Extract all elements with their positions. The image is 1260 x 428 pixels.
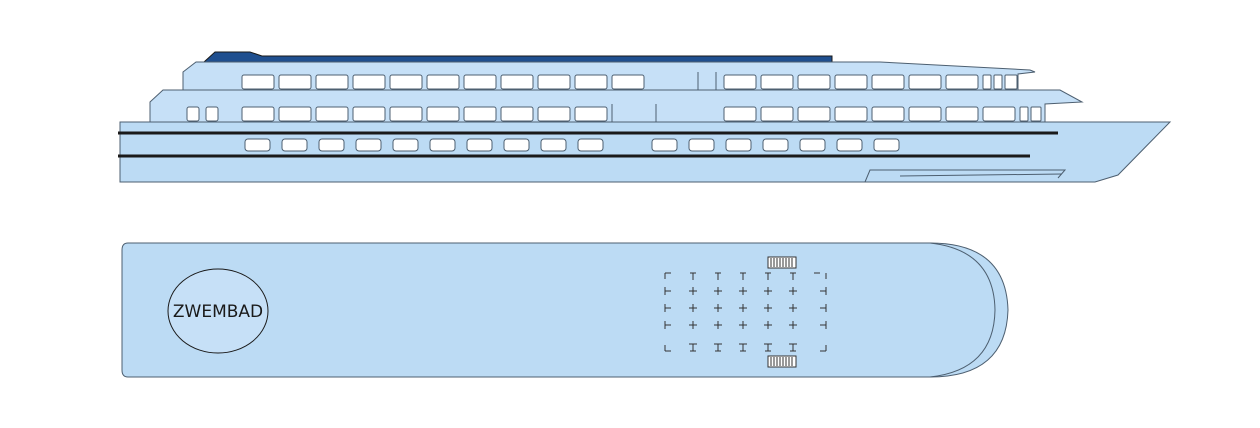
window [318, 138, 345, 152]
sun-lounger-grid [664, 272, 827, 352]
window [577, 138, 604, 152]
middle-deck-windows [186, 104, 1042, 122]
window [908, 74, 942, 90]
window [762, 138, 789, 152]
window [871, 74, 905, 90]
window [797, 106, 831, 122]
ship-side-view [118, 51, 1172, 183]
window [537, 106, 571, 122]
window [945, 74, 979, 90]
swimming-pool-label: ZWEMBAD [173, 302, 263, 322]
window [429, 138, 456, 152]
window [688, 138, 715, 152]
hull [119, 121, 1172, 183]
upper-deck-windows [241, 72, 1018, 90]
window [426, 74, 460, 90]
window [241, 106, 275, 122]
window [392, 138, 419, 152]
window [463, 106, 497, 122]
swimming-pool [167, 268, 269, 354]
window [836, 138, 863, 152]
window [799, 138, 826, 152]
window [426, 106, 460, 122]
window [278, 106, 312, 122]
window [723, 106, 757, 122]
sun-deck-roof-accent [202, 51, 833, 63]
window [463, 74, 497, 90]
deck-outer-outline [121, 242, 1009, 378]
window [281, 138, 308, 152]
window [278, 74, 312, 90]
window [315, 74, 349, 90]
window [797, 74, 831, 90]
window [871, 106, 905, 122]
window [725, 138, 752, 152]
window [500, 106, 534, 122]
window [241, 74, 275, 90]
window [574, 74, 608, 90]
window [503, 138, 530, 152]
staircase-bottom [767, 355, 797, 368]
window [723, 74, 757, 90]
window [186, 106, 200, 122]
window [574, 106, 608, 122]
bow-detail-line-2 [899, 173, 1063, 177]
window [834, 106, 868, 122]
window [389, 106, 423, 122]
window [760, 106, 794, 122]
window [352, 74, 386, 90]
deck-inner-outline [929, 242, 996, 378]
window [982, 74, 992, 90]
window [993, 74, 1003, 90]
window [537, 74, 571, 90]
window [908, 106, 942, 122]
window [389, 74, 423, 90]
window [315, 106, 349, 122]
staircase-top [767, 256, 797, 269]
window [982, 106, 1016, 122]
window [205, 106, 219, 122]
window [873, 138, 900, 152]
window [611, 74, 645, 90]
window [355, 138, 382, 152]
window [352, 106, 386, 122]
window [834, 74, 868, 90]
window [760, 74, 794, 90]
window [945, 106, 979, 122]
window [1004, 74, 1018, 90]
window [466, 138, 493, 152]
window [500, 74, 534, 90]
window [540, 138, 567, 152]
window [1019, 106, 1029, 122]
hull-windows [244, 138, 900, 152]
ship-top-view: ZWEMBAD [121, 242, 1009, 378]
window [1030, 106, 1042, 122]
window [651, 138, 678, 152]
window [244, 138, 271, 152]
